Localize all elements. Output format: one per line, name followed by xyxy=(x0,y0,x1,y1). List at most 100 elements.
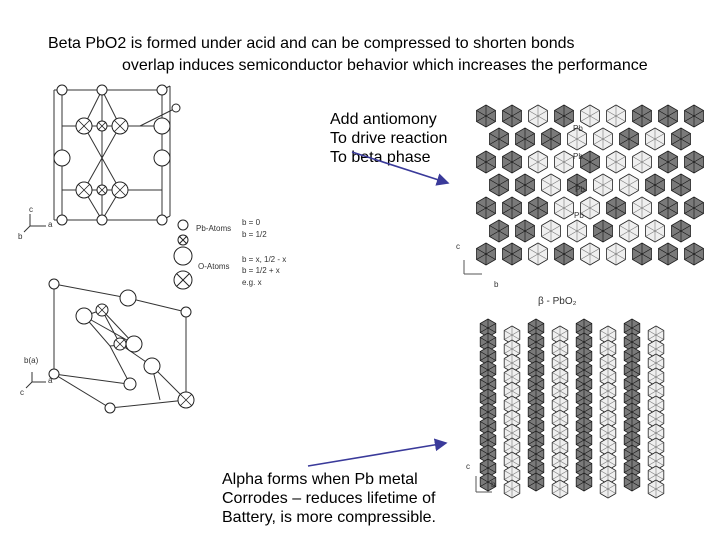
title-line-1: Beta PbO2 is formed under acid and can b… xyxy=(48,35,575,52)
grid-bottom-b-axis: b xyxy=(491,480,496,489)
octahedron-shape xyxy=(515,173,535,197)
octahedron-shape xyxy=(647,353,665,373)
o-atom-legend-symbols xyxy=(173,246,193,290)
o-atoms-label: O-Atoms xyxy=(198,262,230,271)
alpha-note-line-3: Battery, is more compressible. xyxy=(222,509,436,526)
octahedron-shape xyxy=(671,127,691,151)
octahedron-shape xyxy=(476,104,496,128)
alpha-note: Alpha forms when Pb metal Corrodes – red… xyxy=(222,470,436,527)
octahedron-shape xyxy=(528,104,548,128)
octahedron-shape xyxy=(567,219,587,243)
axis-a-label-2: a xyxy=(48,376,53,385)
octahedron-shape xyxy=(632,150,652,174)
pb-label-1: Pb xyxy=(573,152,583,161)
alpha-unit-cell-diagram xyxy=(53,84,181,226)
octahedron-shape xyxy=(593,173,613,197)
pb-param-0: b = 0 xyxy=(242,218,261,227)
grid-bottom-axis-arrows xyxy=(475,476,492,493)
alpha-note-line-2: Corrodes – reduces lifetime of xyxy=(222,490,436,507)
octahedron-shape xyxy=(554,104,574,128)
grid-top-axis-arrows xyxy=(463,260,482,275)
octahedron-shape xyxy=(606,196,626,220)
octahedron-shape xyxy=(476,196,496,220)
octahedron-shape xyxy=(684,242,704,266)
pb-label-0: Pb xyxy=(573,124,583,133)
octahedron-shape xyxy=(479,430,497,450)
octahedron-shape xyxy=(658,150,678,174)
o-param-1: b = 1/2 + x xyxy=(242,266,280,275)
octahedron-shape xyxy=(502,196,522,220)
axis-indicator-top xyxy=(23,214,46,233)
octahedron-shape xyxy=(527,346,545,366)
octahedron-shape xyxy=(476,150,496,174)
octahedron-shape xyxy=(647,437,665,457)
beta-unit-cell-diagram xyxy=(48,278,195,414)
octahedron-shape xyxy=(632,196,652,220)
octahedron-shape xyxy=(575,346,593,366)
pb-param-1: b = 1/2 xyxy=(242,230,267,239)
octahedron-shape xyxy=(528,196,548,220)
octahedron-shape xyxy=(479,388,497,408)
octahedron-shape xyxy=(606,104,626,128)
octahedron-shape xyxy=(619,127,639,151)
octahedron-shape xyxy=(645,127,665,151)
octahedron-shape xyxy=(515,127,535,151)
pb-label-2: Pb xyxy=(575,185,585,194)
axis-ba-label: b(a) xyxy=(24,356,39,365)
antimony-note: Add antiomony To drive reaction To beta … xyxy=(330,110,447,167)
octahedron-shape xyxy=(623,458,641,478)
octahedron-shape xyxy=(623,444,641,464)
octahedron-shape xyxy=(479,332,497,352)
alpha-note-line-1: Alpha forms when Pb metal xyxy=(222,471,418,488)
octahedron-shape xyxy=(658,104,678,128)
octahedron-shape xyxy=(684,104,704,128)
octahedron-shape xyxy=(606,242,626,266)
octahedron-shape xyxy=(551,479,569,499)
octahedron-shape xyxy=(541,219,561,243)
beta-polyhedra-grid xyxy=(479,318,665,499)
octahedron-shape xyxy=(684,150,704,174)
axis-b-label: b xyxy=(18,232,23,241)
octahedron-shape xyxy=(567,173,587,197)
octahedron-shape xyxy=(647,465,665,485)
octahedron-shape xyxy=(671,173,691,197)
grid-top-c-axis: c xyxy=(456,242,460,251)
octahedron-shape xyxy=(527,444,545,464)
grid-top-b-axis: b xyxy=(494,280,499,289)
octahedron-shape xyxy=(632,242,652,266)
octahedron-shape xyxy=(580,104,600,128)
octahedron-shape xyxy=(623,472,641,492)
title-line-2: overlap induces semiconductor behavior w… xyxy=(122,57,648,74)
octahedron-shape xyxy=(658,242,678,266)
octahedron-shape xyxy=(503,339,521,359)
octahedron-shape xyxy=(599,451,617,471)
octahedron-shape xyxy=(593,127,613,151)
octahedron-shape xyxy=(645,219,665,243)
octahedron-shape xyxy=(528,242,548,266)
octahedron-shape xyxy=(575,416,593,436)
octahedron-shape xyxy=(575,472,593,492)
octahedron-shape xyxy=(645,173,665,197)
octahedron-shape xyxy=(502,104,522,128)
o-param-2: e.g. x xyxy=(242,278,262,287)
octahedron-shape xyxy=(593,219,613,243)
octahedron-shape xyxy=(502,242,522,266)
octahedron-shape xyxy=(623,430,641,450)
octahedron-shape xyxy=(502,150,522,174)
pb-label-3: Pb xyxy=(574,211,584,220)
grid-bottom-c-axis: c xyxy=(466,462,470,471)
octahedron-shape xyxy=(647,479,665,499)
alpha-polyhedra-grid xyxy=(476,104,704,266)
o-param-0: b = x, 1/2 - x xyxy=(242,255,287,264)
octahedron-shape xyxy=(619,219,639,243)
octahedron-shape xyxy=(580,196,600,220)
octahedron-shape xyxy=(606,150,626,174)
octahedron-shape xyxy=(503,395,521,415)
octahedron-shape xyxy=(551,423,569,443)
octahedron-shape xyxy=(575,374,593,394)
octahedron-shape xyxy=(551,381,569,401)
axis-c-label-2: c xyxy=(20,388,24,397)
axis-a-label: a xyxy=(48,220,53,229)
octahedron-shape xyxy=(567,127,587,151)
octahedron-shape xyxy=(554,196,574,220)
